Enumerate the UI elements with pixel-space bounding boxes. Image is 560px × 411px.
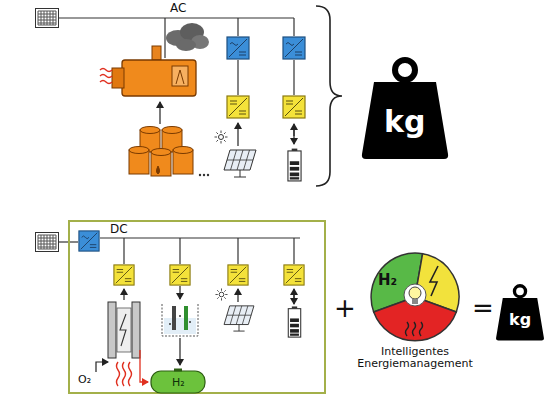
ellipsis-dots — [199, 174, 209, 176]
node-text: DC — [110, 223, 128, 236]
weight-box: kg — [495, 283, 545, 341]
electrolyser — [162, 304, 198, 336]
node-text: kg — [509, 312, 531, 328]
node-text: H₂ — [172, 377, 185, 388]
fuel-barrels — [129, 127, 193, 177]
bus-label: AC — [170, 2, 186, 15]
hydrogen-tank: H₂ — [150, 368, 206, 394]
diesel-generator — [100, 46, 196, 96]
energy-management-circle: H₂ Intelligentes Energiemanagement — [350, 250, 480, 390]
node-text: kg — [384, 107, 425, 137]
plus-sign: + — [334, 294, 356, 323]
dc-system — [36, 231, 305, 386]
node-text: H₂ — [378, 272, 397, 289]
node-text: Intelligentes Energiemanagement — [350, 346, 480, 370]
equals-sign: = — [472, 294, 494, 323]
weight-box: kg — [360, 55, 450, 160]
ac-system — [36, 6, 343, 186]
oxygen-label: O₂ — [78, 374, 91, 386]
dc-region: DC H₂ — [68, 220, 326, 394]
smoke-cloud — [166, 23, 209, 51]
curly-brace — [316, 6, 342, 186]
fuel-cell — [108, 302, 140, 358]
